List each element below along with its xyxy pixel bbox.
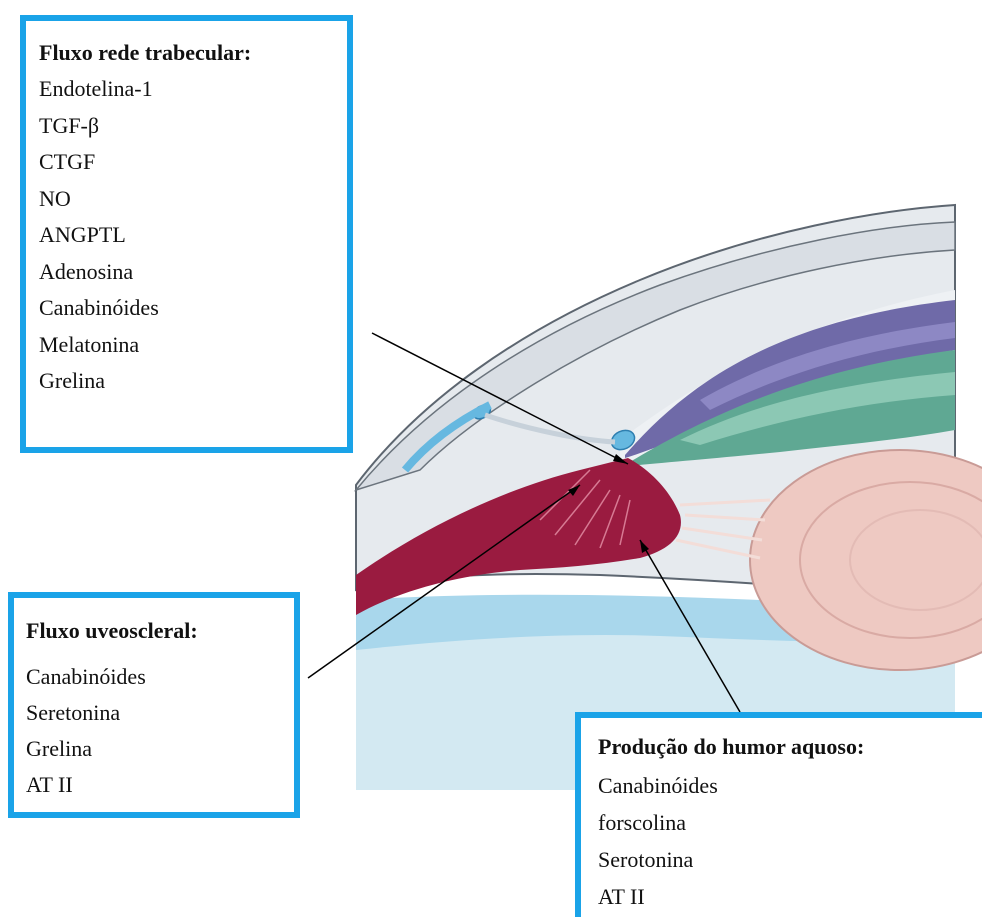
list-item: Serotonina [598, 841, 982, 878]
aqueous-humor-production-title: Produção do humor aquoso: [598, 735, 982, 759]
list-item: TGF-β [39, 108, 347, 145]
aqueous-humor-production-list: Canabinóides forscolina Serotonina AT II [598, 767, 982, 915]
trabecular-outflow-box: Fluxo rede trabecular: Endotelina-1 TGF-… [20, 15, 353, 453]
list-item: Melatonina [39, 327, 347, 364]
trabecular-outflow-list: Endotelina-1 TGF-β CTGF NO ANGPTL Adenos… [39, 71, 347, 400]
list-item: AT II [598, 878, 982, 915]
list-item: Seretonina [26, 695, 294, 731]
list-item: Endotelina-1 [39, 71, 347, 108]
list-item: NO [39, 181, 347, 218]
list-item: Grelina [26, 731, 294, 767]
uveoscleral-outflow-box: Fluxo uveoscleral: Canabinóides Seretoni… [8, 592, 300, 818]
list-item: Canabinóides [39, 290, 347, 327]
list-item: forscolina [598, 804, 982, 841]
list-item: Canabinóides [598, 767, 982, 804]
list-item: Grelina [39, 363, 347, 400]
trabecular-outflow-title: Fluxo rede trabecular: [39, 41, 347, 65]
list-item: CTGF [39, 144, 347, 181]
uveoscleral-outflow-list: Canabinóides Seretonina Grelina AT II [26, 659, 294, 803]
list-item: Adenosina [39, 254, 347, 291]
list-item: Canabinóides [26, 659, 294, 695]
list-item: ANGPTL [39, 217, 347, 254]
list-item: AT II [26, 767, 294, 803]
uveoscleral-outflow-title: Fluxo uveoscleral: [26, 619, 294, 643]
aqueous-humor-production-box: Produção do humor aquoso: Canabinóides f… [575, 712, 982, 917]
